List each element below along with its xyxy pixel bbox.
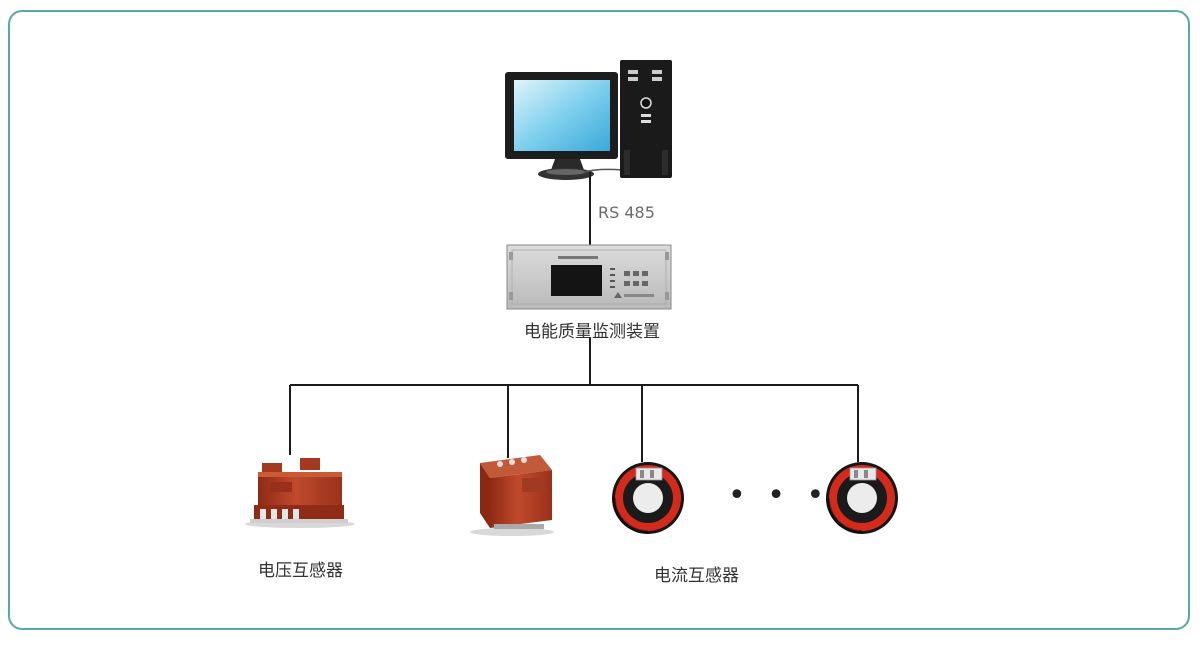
ellipsis: • • • — [728, 478, 831, 513]
diagram-frame — [8, 10, 1190, 630]
current-transformer-label: 电流互感器 — [654, 566, 739, 586]
rs485-label: RS 485 — [598, 203, 655, 222]
current-transformer-icon-2 — [826, 462, 898, 534]
voltage-transformer-icon-2 — [470, 455, 554, 536]
monitor-device-label: 电能质量监测装置 — [524, 322, 660, 342]
bus-lines — [289, 338, 859, 462]
voltage-transformer-icon-1 — [245, 458, 355, 528]
computer-icon — [505, 60, 672, 180]
current-transformer-icon-1 — [612, 462, 684, 534]
voltage-transformer-label: 电压互感器 — [258, 561, 343, 581]
power-quality-monitor-icon — [506, 244, 672, 310]
